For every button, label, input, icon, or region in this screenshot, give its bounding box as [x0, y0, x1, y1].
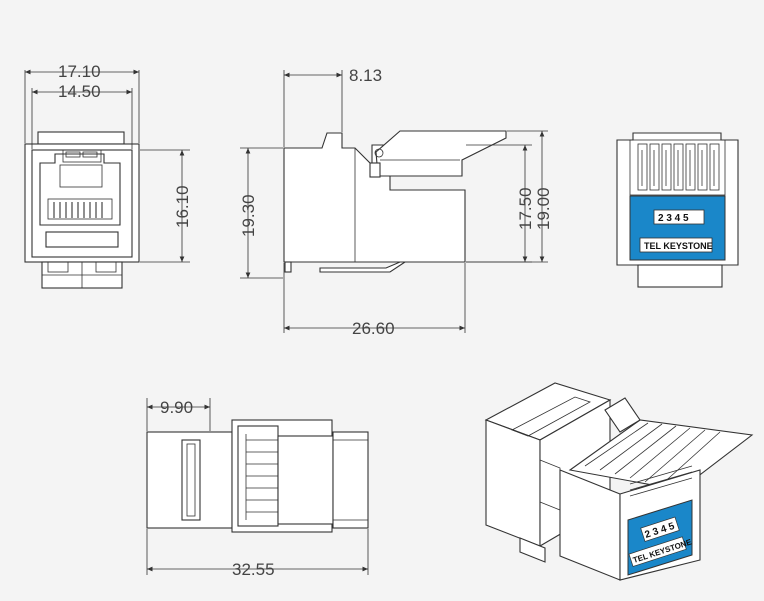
dim-label-8-13: 8.13 [349, 66, 382, 85]
label-numbers: 2 3 4 5 [658, 213, 689, 224]
dim-label-14-50: 14.50 [58, 82, 101, 101]
label-brand: TEL KEYSTONE [644, 241, 713, 251]
dim-side-height-inner: 17.50 [466, 144, 535, 263]
dim-front-width-inner: 14.50 [31, 82, 133, 149]
front-view [24, 131, 140, 289]
dim-front-height: 16.10 [140, 149, 192, 263]
dim-side-height-outer: 19.00 [466, 130, 553, 263]
top-view [146, 419, 369, 533]
dim-top-length: 32.55 [146, 529, 369, 579]
dim-side-length: 26.60 [283, 263, 466, 338]
dim-label-9-90: 9.90 [160, 398, 193, 417]
dim-side-height-left: 19.30 [239, 147, 283, 279]
dim-label-19-00: 19.00 [534, 187, 553, 230]
dim-label-32-55: 32.55 [232, 560, 275, 579]
dim-label-17-10: 17.10 [58, 62, 101, 81]
isometric-view: 2 3 4 5 TEL KEYSTONE [484, 382, 754, 581]
dim-label-19-30: 19.30 [239, 194, 258, 237]
dim-front-width-outer: 17.10 [24, 62, 140, 143]
dim-side-depth-top: 8.13 [283, 66, 382, 147]
dim-top-offset: 9.90 [146, 398, 211, 431]
dim-label-17-50: 17.50 [516, 187, 535, 230]
dim-label-26-60: 26.60 [352, 319, 395, 338]
dim-label-16-10: 16.10 [173, 185, 192, 228]
back-view: 2 3 4 5 TEL KEYSTONE [616, 132, 739, 288]
side-view [283, 130, 507, 273]
